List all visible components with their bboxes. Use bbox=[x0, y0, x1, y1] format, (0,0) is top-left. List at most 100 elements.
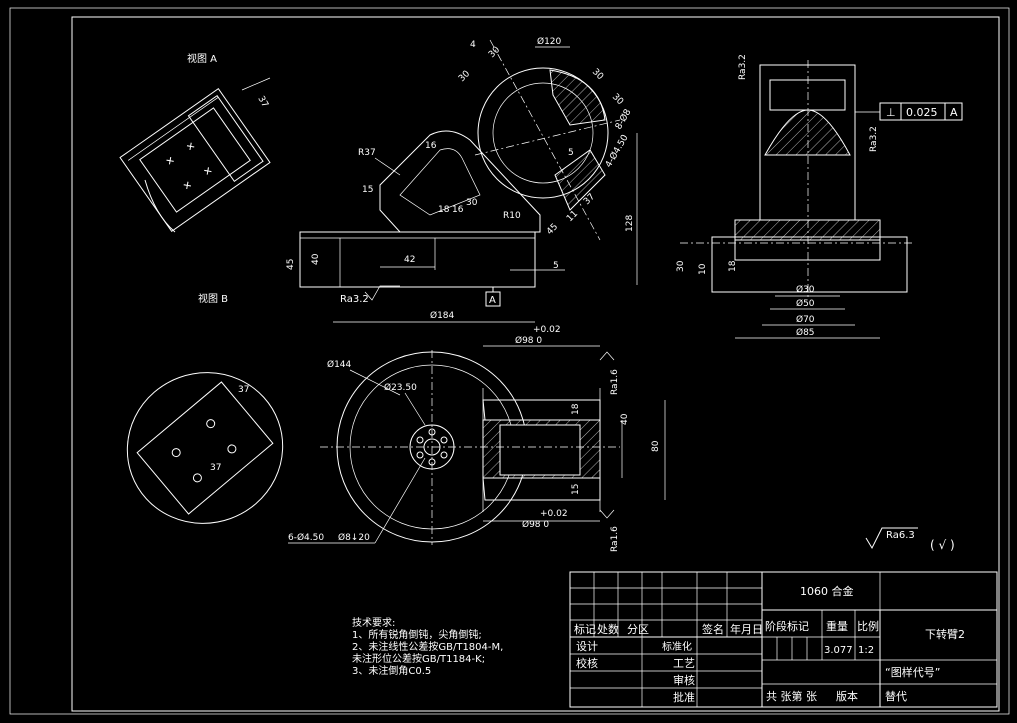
dim-4-d4-50: 4-Ø4.50 bbox=[603, 133, 631, 170]
side-dim-d70: Ø70 bbox=[796, 314, 815, 325]
dim-d120: Ø120 bbox=[537, 36, 562, 47]
general-roughness: Ra6.3 ( √ ) bbox=[865, 527, 955, 552]
tb-count: 处数 bbox=[597, 623, 619, 636]
top-dim-holes: 6-Ø4.50 bbox=[288, 532, 324, 543]
dim-128: 128 bbox=[625, 215, 635, 232]
tolerance-symbol: ⊥ bbox=[886, 106, 896, 119]
dim-30-c: 30 bbox=[590, 67, 605, 82]
side-roughness-top: Ra3.2 bbox=[738, 54, 748, 80]
tb-approve: 批准 bbox=[673, 690, 695, 704]
dim-d184: Ø184 bbox=[430, 310, 455, 321]
top-dim-15: 15 bbox=[571, 484, 581, 495]
svg-text:✕: ✕ bbox=[185, 140, 198, 154]
tb-version: 版本 bbox=[836, 689, 858, 703]
view-b: 视图 B 37 37 bbox=[126, 292, 284, 524]
tech-note-2: 2、未注线性公差按GB/T1804-M, bbox=[352, 640, 503, 653]
tb-weight-val: 3.077 bbox=[824, 645, 853, 656]
side-dim-d85: Ø85 bbox=[796, 327, 815, 338]
dim-11: 11 bbox=[565, 209, 580, 224]
view-a-dim: 37 bbox=[255, 95, 269, 110]
front-roughness: Ra3.2 bbox=[340, 294, 369, 305]
view-a-label: 视图 A bbox=[187, 52, 217, 65]
tb-material: 1060 合金 bbox=[800, 584, 854, 598]
dim-r10: R10 bbox=[503, 211, 521, 221]
view-a: 视图 A ✕ ✕ ✕ ✕ 37 bbox=[119, 52, 271, 233]
side-dim-18: 18 bbox=[728, 260, 738, 272]
tb-replace: 替代 bbox=[885, 689, 907, 703]
dim-16: 16 bbox=[425, 141, 437, 151]
dim-5b: 5 bbox=[568, 148, 574, 158]
tb-scale-val: 1:2 bbox=[858, 645, 874, 656]
top-roughness-bot: Ra1.6 bbox=[610, 526, 620, 552]
top-roughness-top: Ra1.6 bbox=[610, 369, 620, 395]
tb-weight: 重量 bbox=[826, 619, 848, 633]
tolerance-frame: ⊥ 0.025 A bbox=[855, 102, 963, 121]
tech-notes-title: 技术要求: bbox=[352, 616, 395, 629]
top-dim-d98: Ø98 0 bbox=[515, 335, 542, 346]
tb-mark: 标记 bbox=[574, 622, 596, 636]
svg-text:✕: ✕ bbox=[202, 165, 215, 179]
dim-5: 5 bbox=[553, 261, 559, 271]
side-roughness-right: Ra3.2 bbox=[869, 126, 879, 152]
view-b-dim-1: 37 bbox=[238, 385, 249, 395]
svg-text:✕: ✕ bbox=[181, 179, 194, 193]
tb-date: 年月日 bbox=[730, 622, 763, 636]
top-view: Ø144 Ø23.50 +0.02 Ø98 0 18 40 80 15 +0.0… bbox=[288, 325, 666, 552]
dim-45b: 45 bbox=[545, 222, 560, 237]
general-roughness-paren: ( √ ) bbox=[930, 538, 955, 552]
tb-check: 校核 bbox=[576, 656, 598, 670]
top-dim-d144: Ø144 bbox=[327, 359, 352, 370]
title-block: 1060 合金 下转臂2 “图样代号” 标记 处数 分区 签名 年月日 设计 标… bbox=[569, 571, 998, 708]
side-dim-d30: Ø30 bbox=[796, 284, 815, 295]
dim-15: 15 bbox=[362, 185, 373, 195]
dim-18: 18 bbox=[438, 205, 450, 215]
top-dim-40: 40 bbox=[620, 413, 630, 425]
inner-border bbox=[71, 16, 1000, 712]
dim-45: 45 bbox=[286, 259, 296, 270]
tech-note-1: 1、所有锐角倒钝，尖角倒钝; bbox=[352, 628, 482, 641]
tech-note-3: 未注形位公差按GB/T1184-K; bbox=[352, 652, 485, 665]
view-b-dim-2: 37 bbox=[210, 463, 221, 473]
tb-stage: 阶段标记 bbox=[765, 619, 809, 633]
tb-scale: 比例 bbox=[857, 619, 879, 633]
front-view: Ø120 30 30 30 30 4 R37 16 15 30 16 18 R1… bbox=[286, 36, 638, 323]
datum-a: A bbox=[489, 295, 496, 306]
dim-30: 30 bbox=[466, 198, 478, 208]
side-dim-d50: Ø50 bbox=[796, 298, 815, 309]
dim-30-b: 30 bbox=[457, 69, 472, 84]
svg-text:✕: ✕ bbox=[164, 155, 177, 169]
dim-r37: R37 bbox=[358, 148, 376, 158]
outer-border bbox=[9, 7, 1010, 715]
tech-notes: 技术要求: 1、所有锐角倒钝，尖角倒钝; 2、未注线性公差按GB/T1804-M… bbox=[352, 616, 503, 677]
dim-4: 4 bbox=[470, 40, 476, 50]
tolerance-value: 0.025 bbox=[906, 106, 938, 119]
tolerance-datum: A bbox=[950, 106, 958, 119]
side-dim-10: 10 bbox=[698, 263, 708, 275]
top-dim-18: 18 bbox=[571, 403, 581, 415]
dim-42: 42 bbox=[404, 255, 415, 265]
dim-16b: 16 bbox=[452, 205, 464, 215]
top-dim-d8-20: Ø8↓20 bbox=[338, 532, 370, 543]
view-b-label: 视图 B bbox=[198, 292, 228, 305]
top-dim-80: 80 bbox=[651, 440, 661, 452]
side-view: Ra3.2 Ra3.2 ⊥ 0.025 A 30 10 18 Ø30 Ø50 Ø… bbox=[676, 54, 963, 339]
tb-zone: 分区 bbox=[627, 623, 649, 636]
tb-standard: 标准化 bbox=[662, 640, 692, 653]
tb-sheets: 共 张第 张 bbox=[766, 689, 817, 703]
top-dim-d23: Ø23.50 bbox=[384, 382, 417, 393]
general-roughness-value: Ra6.3 bbox=[886, 530, 915, 541]
top-dim-d98b: Ø98 0 bbox=[522, 519, 549, 530]
top-dim-d98-tol: +0.02 bbox=[533, 325, 561, 335]
tb-sign: 签名 bbox=[702, 622, 724, 636]
tb-design: 设计 bbox=[576, 640, 598, 653]
tb-review: 审核 bbox=[673, 673, 695, 687]
tb-drawing-no: “图样代号” bbox=[885, 665, 940, 679]
side-dim-30: 30 bbox=[676, 260, 686, 272]
top-dim-d98b-tol: +0.02 bbox=[540, 509, 568, 519]
tb-part-name: 下转臂2 bbox=[925, 627, 965, 641]
tb-process: 工艺 bbox=[673, 657, 695, 670]
dim-30-d: 30 bbox=[610, 92, 625, 107]
dim-8-d8: 8-Ø8 bbox=[613, 107, 634, 132]
dim-40: 40 bbox=[311, 253, 321, 265]
